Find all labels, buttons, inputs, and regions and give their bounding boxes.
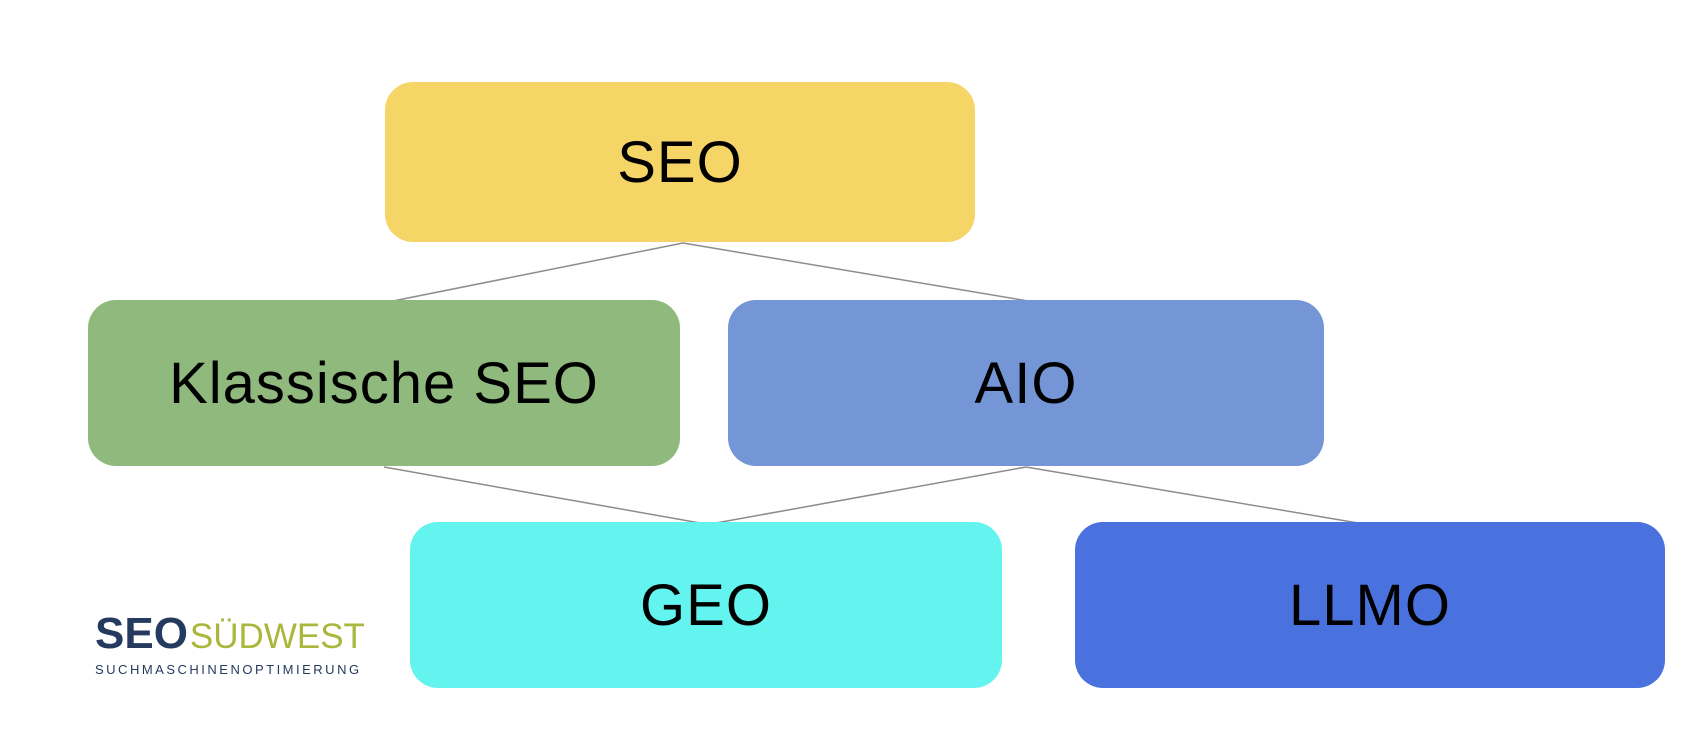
node-label-klassische-seo: Klassische SEO xyxy=(169,350,599,416)
node-label-llmo: LLMO xyxy=(1289,572,1451,638)
node-label-geo: GEO xyxy=(640,572,772,638)
seo-suedwest-logo: SEO SÜDWEST SUCHMASCHINENOPTIMIERUNG xyxy=(95,609,365,678)
diagram-node-seo: SEO xyxy=(385,82,975,242)
logo-wordmark: SEO SÜDWEST xyxy=(95,609,365,658)
node-label-seo: SEO xyxy=(617,129,743,195)
diagram-node-llmo: LLMO xyxy=(1075,522,1665,688)
logo-word-suedwest: SÜDWEST xyxy=(189,617,365,656)
node-label-aio: AIO xyxy=(974,350,1078,416)
diagram-node-aio: AIO xyxy=(728,300,1324,466)
diagram-node-geo: GEO xyxy=(410,522,1002,688)
logo-word-seo: SEO xyxy=(95,609,188,658)
logo-tagline: SUCHMASCHINENOPTIMIERUNG xyxy=(95,662,362,677)
diagram-node-klassische-seo: Klassische SEO xyxy=(88,300,680,466)
